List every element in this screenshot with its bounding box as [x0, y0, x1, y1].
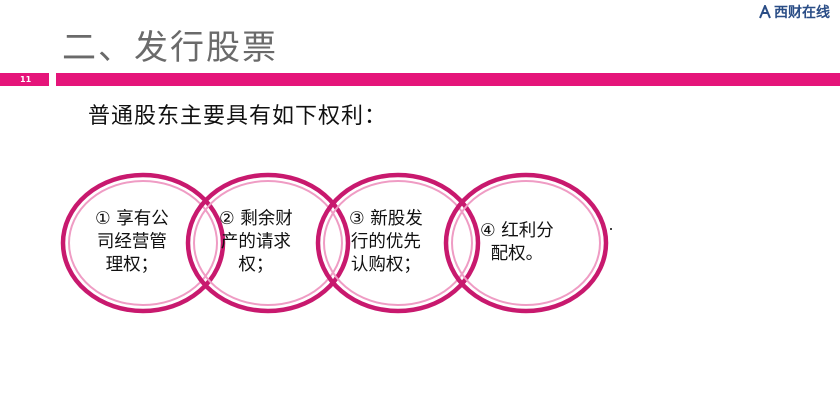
ring-1	[60, 172, 226, 314]
right-3-line-1: ③ 新股发	[349, 209, 423, 229]
right-1-line-2: 司经营管	[96, 232, 167, 252]
brand-logo: 西财在线	[759, 2, 830, 22]
slide-number: 11	[0, 73, 49, 86]
right-4-line-2: 配权。	[490, 244, 544, 264]
logo-text: 西财在线	[774, 5, 830, 21]
right-4-text: ④ 红利分 配权。	[480, 220, 554, 266]
ring-3	[315, 172, 481, 314]
right-2-line-3: 权；	[238, 255, 274, 275]
right-1-text: ① 享有公 司经营管 理权；	[95, 208, 169, 277]
slide-subtitle: 普通股东主要具有如下权利：	[88, 104, 388, 129]
right-1-line-3: 理权；	[105, 255, 159, 275]
right-4-line-1: ④ 红利分	[480, 221, 554, 241]
right-2-line-2: 产的请求	[220, 232, 291, 252]
right-2-text: ② 剩余财 产的请求 权；	[219, 208, 293, 277]
header-bar	[56, 73, 840, 86]
right-2-line-1: ② 剩余财	[219, 209, 293, 229]
slide-title: 二、发行股票	[62, 28, 278, 68]
right-3-line-3: 认购权；	[350, 255, 421, 275]
stray-dot	[610, 228, 612, 230]
right-3-text: ③ 新股发 行的优先 认购权；	[349, 208, 423, 277]
logo-icon	[759, 5, 771, 19]
ring-2	[185, 172, 351, 314]
ring-4	[443, 172, 609, 314]
right-3-line-2: 行的优先	[350, 232, 421, 252]
right-1-line-1: ① 享有公	[95, 209, 169, 229]
